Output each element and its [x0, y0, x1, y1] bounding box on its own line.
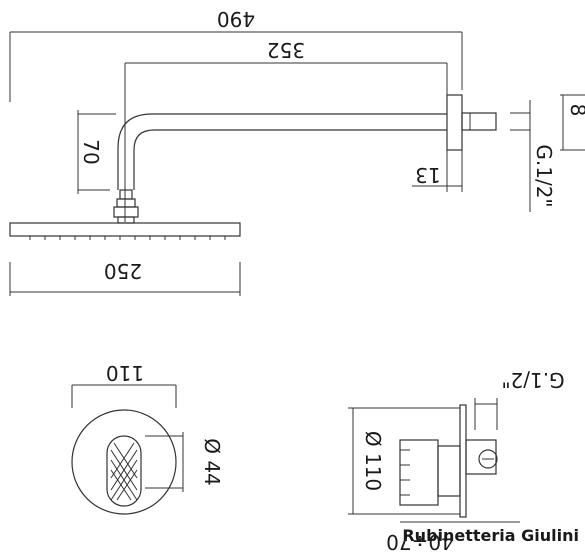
brand-name: Rubinetteria Giulini [402, 526, 579, 545]
handle-outline [106, 435, 142, 507]
dim-flange-offset: 13 [415, 163, 440, 187]
dim-arm-drop: 70 [79, 139, 103, 164]
dim-arm-height-partial: 8 [566, 104, 585, 117]
dim-head-diameter: 250 [104, 259, 142, 283]
nozzle-row [29, 236, 226, 240]
dim-thread-arm: G.1/2" [532, 144, 556, 207]
shower-arm-drawing: 490 352 70 13 G.1/2" 8 [9, 7, 585, 296]
dim-plate-diameter: 110 [106, 361, 144, 385]
dim-side-plate-diameter: Ø 110 [361, 431, 385, 491]
dim-handle-diameter: Ø 44 [200, 438, 224, 486]
mixer-front-view: 110 Ø 44 [71, 361, 224, 515]
dim-thread-mixer: G.1/2" [501, 368, 564, 392]
dim-overall-length: 490 [217, 7, 255, 31]
mixer-side-view: Ø 110 G.1/2" 40÷70 [348, 368, 565, 552]
dim-arm-length: 352 [267, 38, 305, 62]
dim-mixer-depth-partial: 40÷70 [386, 530, 454, 552]
